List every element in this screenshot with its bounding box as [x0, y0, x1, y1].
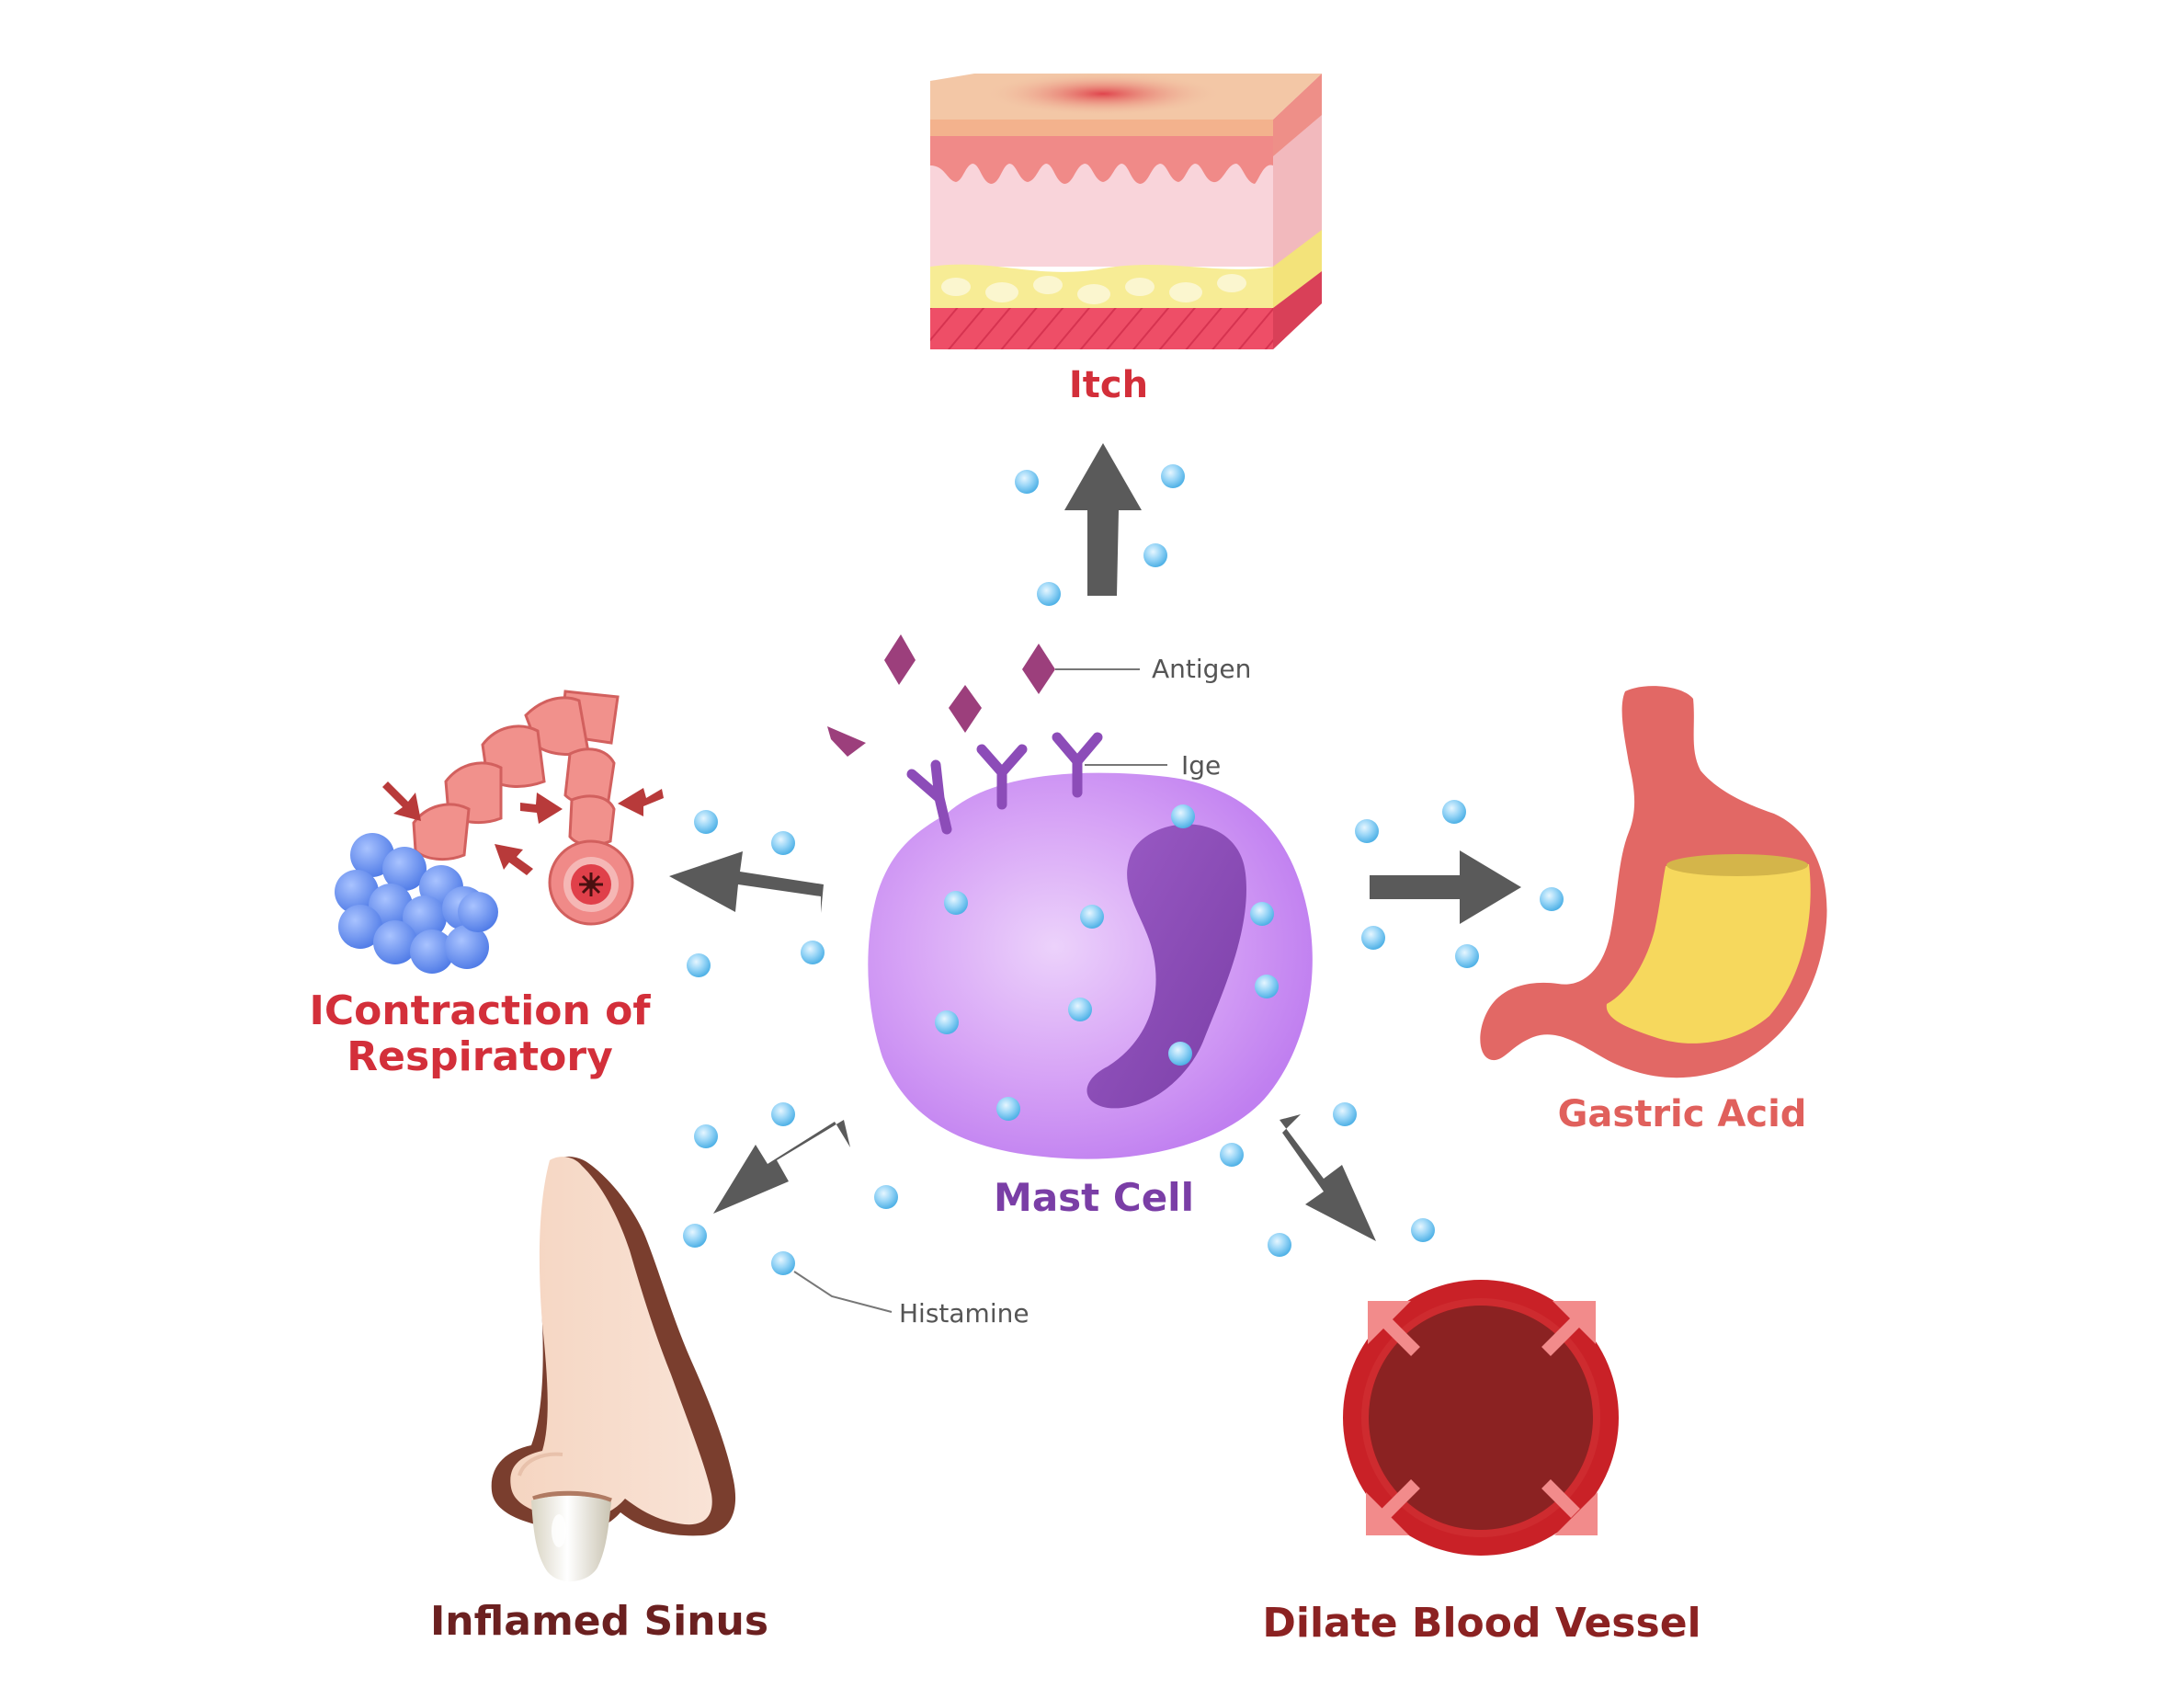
arrow-down-right-icon [1280, 1114, 1376, 1241]
histamine-dot [1171, 804, 1195, 828]
histamine-dot [1355, 819, 1379, 843]
histamine-dot [1250, 902, 1274, 926]
histamine-dot [771, 831, 795, 855]
histamine-callout: Histamine [899, 1298, 1029, 1329]
histamine-dot [1037, 582, 1061, 606]
blood-vessel-icon [1343, 1280, 1619, 1556]
histamine-dot [687, 953, 711, 977]
antigen-4 [827, 726, 866, 757]
dilation-arrow-icon [1541, 1301, 1596, 1356]
histamine-dot [1455, 944, 1479, 968]
antigen-2 [1022, 644, 1055, 694]
squeeze-arrow-icon [495, 844, 533, 875]
squeeze-arrow-icon [382, 781, 421, 821]
gastric-acid-label: Gastric Acid [1558, 1093, 1807, 1135]
histamine-dot [1268, 1233, 1291, 1257]
inflamed-sinus-label: Inflamed Sinus [430, 1598, 768, 1645]
antigen-callout: Antigen [1152, 654, 1251, 684]
arrow-up-icon [1064, 443, 1142, 596]
histamine-dot [1161, 464, 1185, 488]
histamine-dot [694, 810, 718, 834]
histamine-dot [944, 891, 968, 915]
histamine-dot [1255, 975, 1279, 998]
arrow-down-left-icon [713, 1120, 850, 1214]
release-arrows [669, 443, 1521, 1241]
histamine-dot [801, 941, 825, 964]
dilation-arrow-icon [1541, 1479, 1598, 1535]
nose-icon [491, 1157, 736, 1582]
ige-antibody-2 [976, 744, 1028, 810]
dilate-blood-vessel-label: Dilate Blood Vessel [1262, 1600, 1701, 1647]
histamine-dot [694, 1124, 718, 1148]
histamine-dot [771, 1102, 795, 1126]
antigen-1 [884, 634, 916, 685]
histamine-dot [996, 1097, 1020, 1121]
antigens [827, 634, 1055, 757]
arrow-left-icon [669, 851, 824, 913]
histamine-dot [1333, 1102, 1357, 1126]
histamine-dot [1080, 905, 1104, 929]
antigen-3 [949, 685, 982, 733]
histamine-dot [1015, 470, 1039, 494]
callout-lines [793, 668, 1167, 1313]
arrow-right-icon [1370, 850, 1521, 924]
histamine-dot [1168, 1042, 1192, 1066]
dilation-arrow-icon [1368, 1301, 1420, 1356]
histamine-dot [683, 1224, 707, 1248]
stomach-icon [1480, 686, 1827, 1078]
bronchi-alveoli-icon [335, 690, 664, 974]
ige-antibody-1 [906, 759, 952, 835]
histamine-dot [935, 1010, 959, 1034]
ige-antibody-3 [1052, 732, 1103, 798]
squeeze-arrow-icon [618, 788, 664, 816]
ige-callout: Ige [1181, 750, 1221, 781]
skin-layers-icon [930, 72, 1322, 349]
histamine-dot [1143, 543, 1167, 567]
histamine-dot [874, 1185, 898, 1209]
histamine-dot [1361, 926, 1385, 950]
itch-label: Itch [1069, 364, 1148, 406]
histamine-dot [1411, 1218, 1435, 1242]
histamine-granules [683, 464, 1564, 1275]
histamine-dot [1068, 998, 1092, 1021]
mast-cell-label: Mast Cell [994, 1175, 1194, 1220]
histamine-dot [1540, 887, 1564, 911]
histamine-dot [1442, 800, 1466, 824]
respiratory-label-line1: IContraction of [309, 987, 651, 1034]
dilation-arrows [1366, 1301, 1598, 1535]
squeeze-arrow-icon [520, 793, 563, 824]
histamine-dot [771, 1251, 795, 1275]
histamine-dot [1220, 1143, 1244, 1167]
respiratory-label-line2: Respiratory [347, 1033, 613, 1080]
ige-receptors [906, 732, 1103, 835]
dilation-arrow-icon [1366, 1479, 1420, 1535]
mast-cell-icon: Mast Cell [868, 772, 1313, 1220]
